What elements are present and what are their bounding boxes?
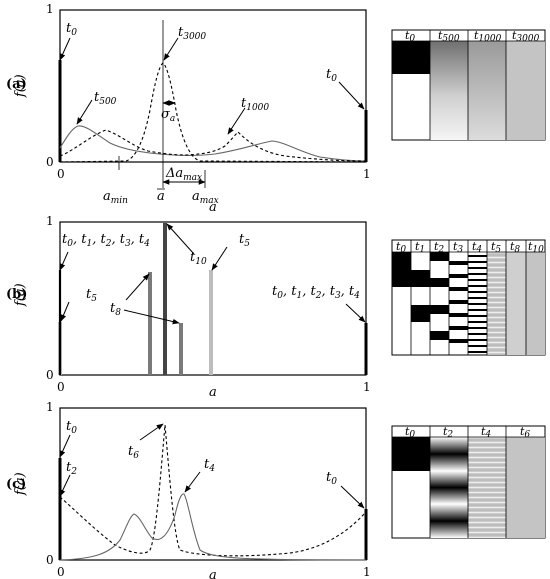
panel-b-xlabel: a: [209, 385, 217, 400]
panel-c-xtick-0: 0: [57, 565, 65, 579]
arrow-b-t8-a: [125, 273, 150, 301]
panel-c-label: (c): [6, 477, 26, 492]
panel-c-xlabel: a: [209, 568, 217, 579]
hdr-a-t0: t0: [405, 29, 415, 44]
curve-c-t2: [59, 424, 367, 557]
hdr-b-t1: t1: [415, 240, 425, 255]
label-c-t4: t4: [204, 457, 215, 474]
cell-b-t2: [430, 252, 449, 340]
arrow-c-t0-right: [340, 485, 365, 509]
label-b-t5-left: t5: [86, 287, 97, 304]
curve-t3000: [59, 62, 367, 163]
table-a: t0 t500 t1000 t3000: [391, 29, 546, 141]
arrow-b-right-group: [345, 303, 366, 323]
panel-a-xlabel: a: [209, 200, 217, 215]
panel-a-xtick-0: 0: [57, 167, 65, 181]
cell-c-t2: [430, 437, 468, 538]
hdr-b-t4: t4: [472, 240, 482, 255]
label-amin: amin: [103, 189, 128, 206]
cell-b-t4: [468, 255, 487, 353]
cell-b-t10: [526, 252, 545, 355]
cell-a-t500: [430, 41, 468, 140]
arrow-b-left-group: [59, 251, 69, 271]
arrow-c-t2: [59, 474, 71, 497]
panel-a-ytick-0: 0: [46, 155, 54, 169]
cell-a-t3000: [506, 41, 545, 140]
cell-c-t6: [506, 437, 545, 538]
label-c-t2: t2: [66, 460, 77, 477]
label-b-t8: t8: [110, 301, 121, 318]
panel-c-xtick-1: 1: [363, 565, 371, 579]
hdr-b-t0: t0: [396, 240, 406, 255]
arrow-a-t1000: [227, 107, 246, 135]
cell-c-t0: [392, 437, 430, 471]
panel-a-xtick-1: 1: [363, 167, 371, 181]
label-delta: Δamax: [165, 166, 202, 183]
arrow-c-t4: [184, 471, 201, 493]
arrow-a-t500: [76, 99, 93, 125]
hdr-c-t2: t2: [443, 425, 453, 440]
panel-c: (c) f(a) 1 0 0 1 a t0 t2 t6 t4 t0: [6, 400, 546, 579]
panel-c-ytick-0: 0: [46, 553, 54, 567]
curve-t500: [59, 125, 367, 162]
arrow-a-t0-right: [338, 81, 365, 110]
label-a-t1000: t1000: [241, 96, 269, 113]
arrow-a-t0-left: [59, 37, 71, 61]
hdr-c-t0: t0: [405, 425, 415, 440]
panel-c-ytick-1: 1: [46, 400, 54, 414]
arrow-b-t5-right: [211, 246, 228, 271]
cell-c-t4: [468, 437, 506, 538]
arrow-b-t5-left: [60, 301, 70, 322]
panel-a: (a) f(a) 1 0 0 1 a t0 t500 t1000 t3000 t…: [6, 2, 546, 215]
cell-b-t1: [411, 270, 430, 322]
label-b-right-group: t0, t1, t2, t3, t4: [272, 284, 360, 301]
panel-a-ylabel: f(a): [13, 74, 28, 98]
hdr-b-t5: t5: [491, 240, 501, 255]
cell-b-t0: [392, 252, 411, 287]
arrow-b-t10: [166, 223, 195, 255]
curve-c-t4: [59, 493, 367, 561]
label-a-t0-right: t0: [326, 67, 337, 84]
label-c-t0-right: t0: [326, 470, 337, 487]
label-a-t500: t500: [94, 90, 117, 107]
cell-b-t8: [506, 252, 526, 355]
arrow-b-t8-b: [123, 309, 180, 325]
table-b: t0 t1 t2 t3 t4 t5 t8 t10: [391, 239, 546, 356]
label-c-t6: t6: [128, 444, 139, 461]
panel-a-ytick-1: 1: [46, 2, 54, 16]
panel-c-ylabel: f(a): [13, 472, 28, 496]
hdr-c-t6: t6: [520, 425, 530, 440]
panel-b-label: (b): [6, 287, 27, 302]
hdr-c-t4: t4: [481, 425, 491, 440]
panel-a-frame: [59, 9, 367, 163]
panel-b-xtick-1: 1: [363, 380, 371, 394]
label-b-t5-right: t5: [239, 232, 250, 249]
arrow-a-t3000: [163, 37, 179, 61]
label-a-t3000: t3000: [178, 25, 206, 42]
table-c: t0 t2 t4 t6: [391, 425, 546, 539]
arrow-c-t6: [139, 423, 164, 441]
panel-b-xtick-0: 0: [57, 380, 65, 394]
panel-a-label: (a): [6, 77, 27, 92]
panel-b-ytick-1: 1: [46, 214, 54, 228]
label-amax: amax: [192, 189, 219, 206]
cell-a-t1000: [468, 41, 506, 140]
arrow-c-t0-left: [59, 434, 71, 458]
label-c-t0-left: t0: [66, 419, 77, 436]
curve-t1000: [59, 129, 367, 162]
cell-a-t0: [392, 41, 430, 74]
panel-b-ytick-0: 0: [46, 368, 54, 382]
label-b-t10: t10: [190, 250, 207, 267]
hdr-b-t3: t3: [453, 240, 463, 255]
label-abar: a: [157, 189, 165, 204]
panel-b: (b) f(a) 1 0 0 1 a t0, t1, t2, t3, t4 t5…: [6, 214, 546, 400]
label-a-t0-left: t0: [66, 21, 77, 38]
cell-b-t5: [487, 252, 506, 355]
cell-b-t3: [449, 261, 468, 343]
hdr-b-t2: t2: [434, 240, 444, 255]
hdr-b-t8: t8: [510, 240, 520, 255]
label-b-left-group: t0, t1, t2, t3, t4: [62, 232, 150, 249]
panel-b-ylabel: f(a): [13, 283, 28, 307]
